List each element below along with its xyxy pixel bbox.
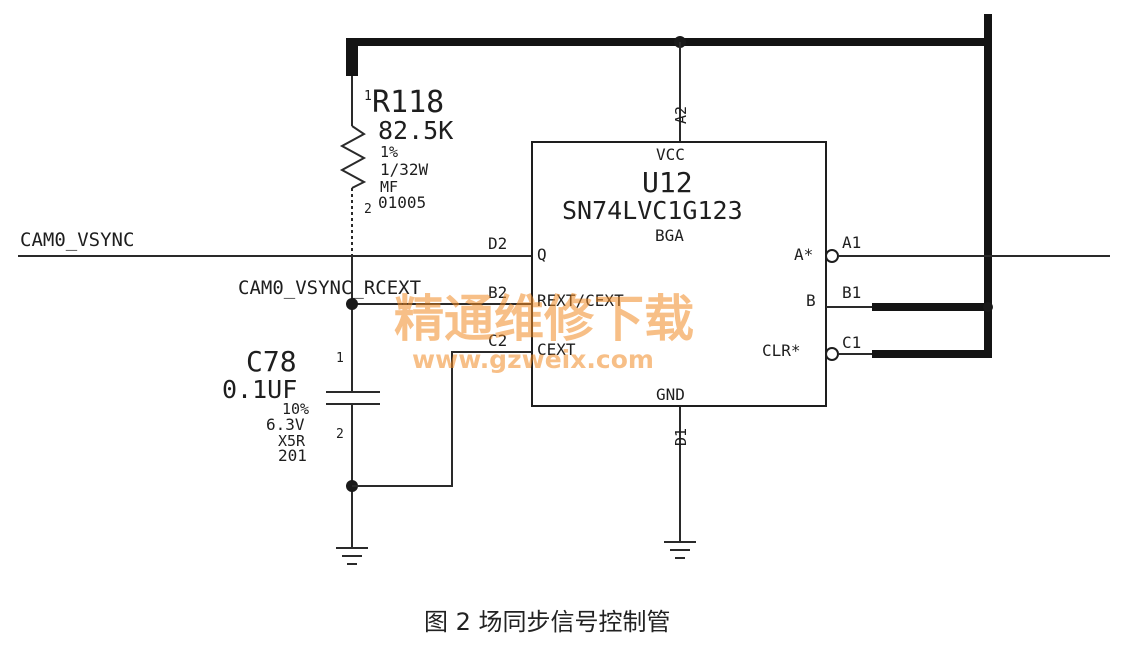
r118-type: MF: [380, 178, 398, 196]
vcc-ball-label: A2: [672, 106, 690, 124]
pin-d2-ball: D2: [488, 234, 507, 253]
r118-package: 01005: [378, 193, 426, 212]
power-bus: [346, 14, 993, 358]
r118-pin1: 1: [364, 89, 372, 104]
c78-pin1: 1: [336, 351, 344, 366]
pin-a1-name: A*: [794, 245, 813, 264]
pin-c1-name: CLR*: [762, 341, 801, 360]
b1-junction-dot: [983, 302, 993, 312]
pin-b2-ball: B2: [488, 283, 507, 302]
ic-part-number: SN74LVC1G123: [562, 196, 743, 225]
resistor-zigzag-icon: [339, 125, 367, 189]
r118-pin2: 2: [364, 202, 372, 217]
pin-c1-ball: C1: [842, 333, 861, 352]
vsync-net-label: CAM0_VSYNC: [20, 229, 134, 251]
r118-power: 1/32W: [380, 160, 429, 179]
pin-b2-name: REXT/CEXT: [537, 291, 624, 310]
r118-tolerance: 1%: [380, 143, 398, 161]
c78-tolerance: 10%: [282, 400, 309, 418]
vsync-net: CAM0_VSYNC: [18, 229, 532, 257]
watermark: 精通维修下载 www.gzweix.com: [394, 290, 694, 374]
cext-net: [346, 351, 532, 492]
c78-package: 201: [278, 446, 307, 465]
pin-a1-ball: A1: [842, 233, 861, 252]
pin-b1-ball: B1: [842, 283, 861, 302]
ground-symbol-right: [664, 406, 696, 559]
rcext-net-label: CAM0_VSYNC_RCEXT: [238, 277, 421, 299]
figure-caption: 图 2 场同步信号控制管: [424, 608, 671, 636]
pin-c2-ball: C2: [488, 331, 507, 350]
ic-package: BGA: [655, 226, 684, 245]
pin-a1-inversion-bubble: [825, 249, 839, 263]
watermark-text: 精通维修下载: [394, 290, 694, 348]
pin-c2-name: CEXT: [537, 340, 576, 359]
ic-body: [531, 141, 827, 407]
ic-u12: VCC GND A2 D1 U12 SN74LVC1G123 BGA D2 Q …: [488, 106, 1110, 446]
r118-value: 82.5K: [378, 116, 453, 145]
c78-value: 0.1UF: [222, 375, 297, 404]
pin-d2-name: Q: [537, 245, 547, 264]
c78-dielectric: X5R: [278, 432, 306, 450]
c78-pin2: 2: [336, 427, 344, 442]
ic-refdes: U12: [642, 166, 693, 199]
gnd-pin-label: GND: [656, 385, 685, 404]
r118-refdes: R118: [372, 85, 444, 120]
c78-voltage: 6.3V: [266, 415, 305, 434]
capacitor-gap: [348, 393, 356, 403]
vcc-pin-label: VCC: [656, 145, 685, 164]
watermark-url: www.gzweix.com: [412, 345, 654, 374]
pin-c1-inversion-bubble: [825, 347, 839, 361]
resistor-r118: 1 R118 82.5K 1% 1/32W MF 2 01005: [339, 76, 453, 256]
r118-top-pad: [346, 38, 358, 76]
cext-wire: [352, 351, 532, 487]
ground-symbol-left: [336, 547, 368, 565]
c78-refdes: C78: [246, 345, 297, 378]
rcext-junction-dot: [346, 298, 358, 310]
pin-b1-name: B: [806, 291, 816, 310]
gnd-ball-label: D1: [672, 428, 690, 446]
capacitor-c78: C78 0.1UF 1 10% 6.3V X5R 2 201: [222, 345, 380, 465]
